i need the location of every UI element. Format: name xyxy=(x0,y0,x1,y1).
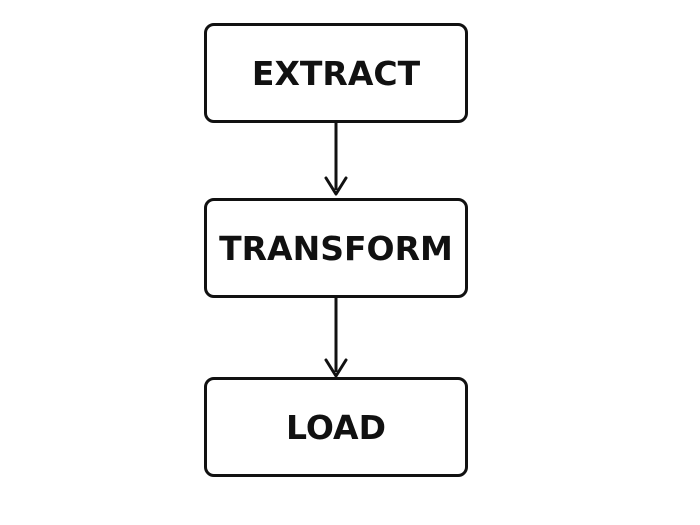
arrow-transform-to-load xyxy=(324,298,348,378)
step-label-extract: EXTRACT xyxy=(251,53,421,93)
step-box-transform: TRANSFORM xyxy=(204,198,468,298)
arrow-extract-to-transform xyxy=(324,123,348,196)
step-box-extract: EXTRACT xyxy=(204,23,468,123)
step-label-transform: TRANSFORM xyxy=(219,228,453,268)
step-label-load: LOAD xyxy=(286,407,386,447)
step-box-load: LOAD xyxy=(204,377,468,477)
